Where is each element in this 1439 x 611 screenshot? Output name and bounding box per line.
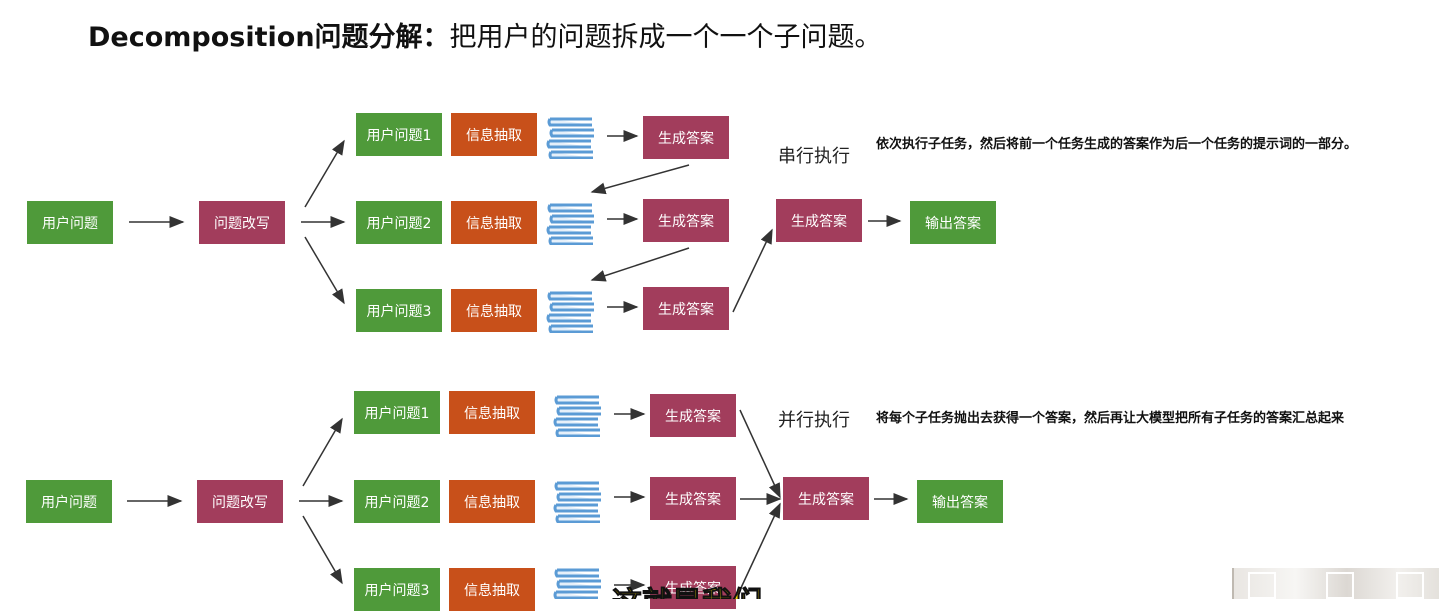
top-mode-desc: 依次执行子任务，然后将前一个任务生成的答案作为后一个任务的提示词的一部分。 [876,137,1358,152]
title-rest: 把用户的问题拆成一个一个子问题。 [449,22,882,53]
book-stack-icon [546,291,594,333]
bottom-merge: 生成答案 [783,477,869,520]
top-generate-3: 生成答案 [643,287,729,330]
book-stack-icon [553,481,601,523]
top-output: 输出答案 [910,201,996,244]
top-sub-question-1: 用户问题1 [356,113,442,156]
bottom-output: 输出答案 [917,480,1003,523]
top-sub-question-3: 用户问题3 [356,289,442,332]
bottom-mode-desc: 将每个子任务抛出去获得一个答案，然后再让大模型把所有子任务的答案汇总起来 [876,411,1345,426]
bottom-generate-2: 生成答案 [650,477,736,520]
book-stack-icon [553,568,601,599]
top-rewrite: 问题改写 [199,201,285,244]
bottom-extract-1: 信息抽取 [449,391,535,434]
book-stack-icon [546,203,594,245]
bottom-extract-2: 信息抽取 [449,480,535,523]
top-sub-question-2: 用户问题2 [356,201,442,244]
bottom-mode-label: 并行执行 [778,410,850,431]
top-extract-3: 信息抽取 [451,289,537,332]
top-extract-1: 信息抽取 [451,113,537,156]
top-generate-2: 生成答案 [643,199,729,242]
top-extract-2: 信息抽取 [451,201,537,244]
bottom-sub-question-1: 用户问题1 [354,391,440,434]
bottom-generate-1: 生成答案 [650,394,736,437]
title-bold: Decomposition问题分解： [88,22,450,53]
bottom-rewrite: 问题改写 [197,480,283,523]
book-stack-icon [553,395,601,437]
top-merge: 生成答案 [776,199,862,242]
page-title: Decomposition问题分解：把用户的问题拆成一个一个子问题。 [88,18,882,58]
top-mode-label: 串行执行 [778,146,850,167]
top-generate-1: 生成答案 [643,116,729,159]
bottom-user-question: 用户问题 [26,480,112,523]
top-user-question: 用户问题 [27,201,113,244]
bottom-sub-question-2: 用户问题2 [354,480,440,523]
video-subtitle: 这就是我们 [612,578,762,600]
book-stack-icon [546,117,594,159]
camera-thumbnail [1232,568,1439,599]
